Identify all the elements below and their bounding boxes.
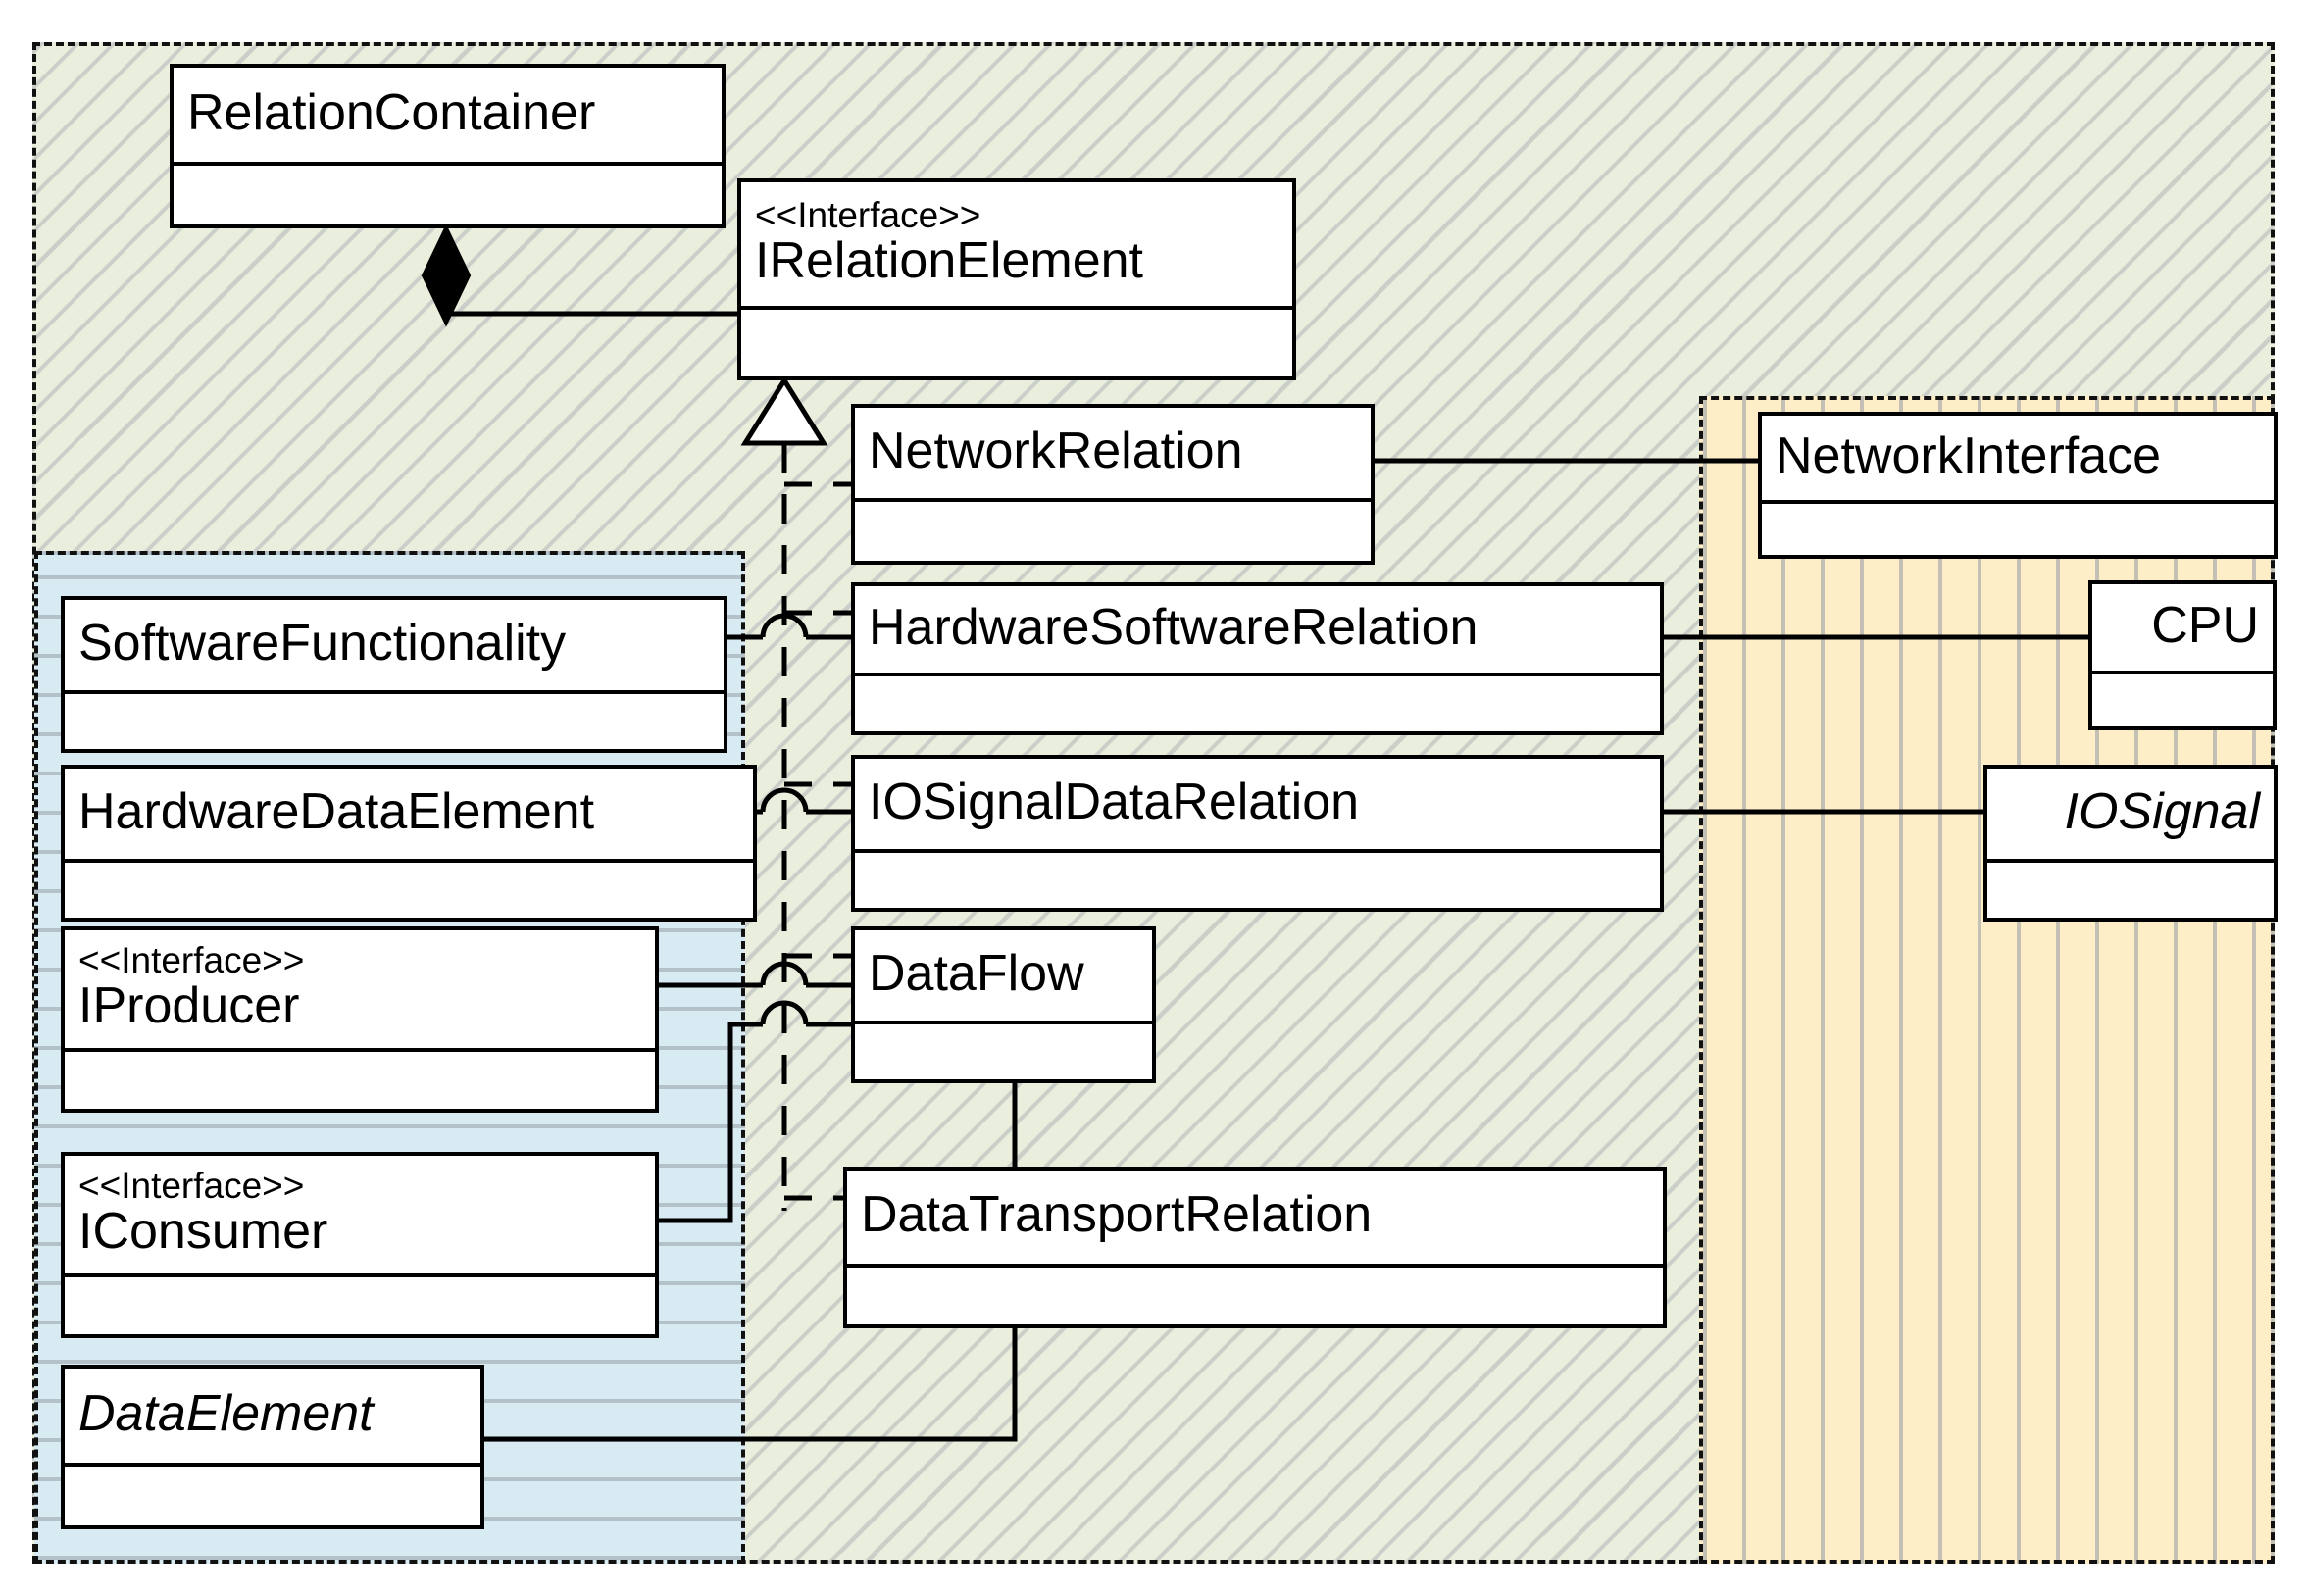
- class-relation-container[interactable]: RelationContainer: [170, 64, 726, 228]
- class-iosignal[interactable]: IOSignal: [1983, 765, 2278, 922]
- class-stereotype: <<Interface>>: [755, 194, 981, 235]
- class-data-element[interactable]: DataElement: [61, 1365, 484, 1529]
- class-name: SoftwareFunctionality: [78, 614, 567, 672]
- class-stereotype: <<Interface>>: [78, 1165, 305, 1206]
- class-data-transport-relation[interactable]: DataTransportRelation: [843, 1167, 1667, 1328]
- class-cpu[interactable]: CPU: [2088, 580, 2277, 730]
- class-header: HardwareDataElement: [65, 769, 753, 859]
- class-name: IOSignal: [2064, 782, 2260, 840]
- class-attributes-compartment: [855, 673, 1660, 731]
- class-header: <<Interface>> IConsumer: [65, 1156, 655, 1273]
- class-attributes-compartment: [855, 498, 1371, 561]
- class-name: IOSignalDataRelation: [869, 773, 1360, 830]
- class-attributes-compartment: [65, 1463, 480, 1525]
- class-header: DataElement: [65, 1369, 480, 1463]
- class-name: IRelationElement: [755, 232, 1143, 290]
- class-attributes-compartment: [65, 690, 724, 749]
- class-attributes-compartment: [847, 1264, 1663, 1324]
- class-header: CPU: [2092, 584, 2273, 671]
- class-iosignal-data-relation[interactable]: IOSignalDataRelation: [851, 755, 1664, 912]
- class-name: NetworkInterface: [1776, 426, 2162, 484]
- class-name: DataFlow: [869, 944, 1084, 1002]
- class-header: HardwareSoftwareRelation: [855, 586, 1660, 673]
- class-attributes-compartment: [65, 1048, 655, 1109]
- class-software-functionality[interactable]: SoftwareFunctionality: [61, 596, 727, 753]
- class-name: IConsumer: [78, 1203, 328, 1261]
- class-header: DataTransportRelation: [847, 1171, 1663, 1264]
- class-header: <<Interface>> IProducer: [65, 930, 655, 1048]
- class-header: NetworkRelation: [855, 408, 1371, 498]
- class-header: SoftwareFunctionality: [65, 600, 724, 690]
- class-attributes-compartment: [65, 859, 753, 918]
- class-data-flow[interactable]: DataFlow: [851, 926, 1156, 1083]
- class-header: NetworkInterface: [1762, 416, 2274, 500]
- class-attributes-compartment: [1762, 500, 2274, 555]
- class-name: CPU: [2151, 596, 2259, 654]
- class-hardware-data-element[interactable]: HardwareDataElement: [61, 765, 757, 922]
- class-iproducer[interactable]: <<Interface>> IProducer: [61, 926, 659, 1113]
- class-stereotype: <<Interface>>: [78, 939, 305, 980]
- class-name: DataTransportRelation: [861, 1186, 1373, 1244]
- class-attributes-compartment: [855, 1021, 1152, 1079]
- class-attributes-compartment: [65, 1273, 655, 1334]
- class-network-interface[interactable]: NetworkInterface: [1758, 412, 2278, 559]
- class-attributes-compartment: [855, 849, 1660, 908]
- package-hardware-layer: [1699, 396, 2275, 1564]
- class-attributes-compartment: [1987, 859, 2274, 918]
- class-attributes-compartment: [174, 162, 722, 224]
- class-name: DataElement: [78, 1384, 374, 1442]
- class-header: RelationContainer: [174, 68, 722, 162]
- class-header: IOSignal: [1987, 769, 2274, 859]
- class-name: NetworkRelation: [869, 422, 1243, 479]
- class-header: <<Interface>> IRelationElement: [741, 182, 1292, 306]
- class-attributes-compartment: [2092, 671, 2273, 726]
- class-irelation-element[interactable]: <<Interface>> IRelationElement: [737, 178, 1296, 380]
- class-name: IProducer: [78, 977, 300, 1035]
- class-name: HardwareDataElement: [78, 782, 595, 840]
- class-header: IOSignalDataRelation: [855, 759, 1660, 849]
- class-hardware-software-relation[interactable]: HardwareSoftwareRelation: [851, 582, 1664, 735]
- class-name: RelationContainer: [187, 83, 596, 141]
- class-header: DataFlow: [855, 930, 1152, 1021]
- class-network-relation[interactable]: NetworkRelation: [851, 404, 1375, 565]
- class-attributes-compartment: [741, 306, 1292, 376]
- class-iconsumer[interactable]: <<Interface>> IConsumer: [61, 1152, 659, 1338]
- class-name: HardwareSoftwareRelation: [869, 598, 1479, 656]
